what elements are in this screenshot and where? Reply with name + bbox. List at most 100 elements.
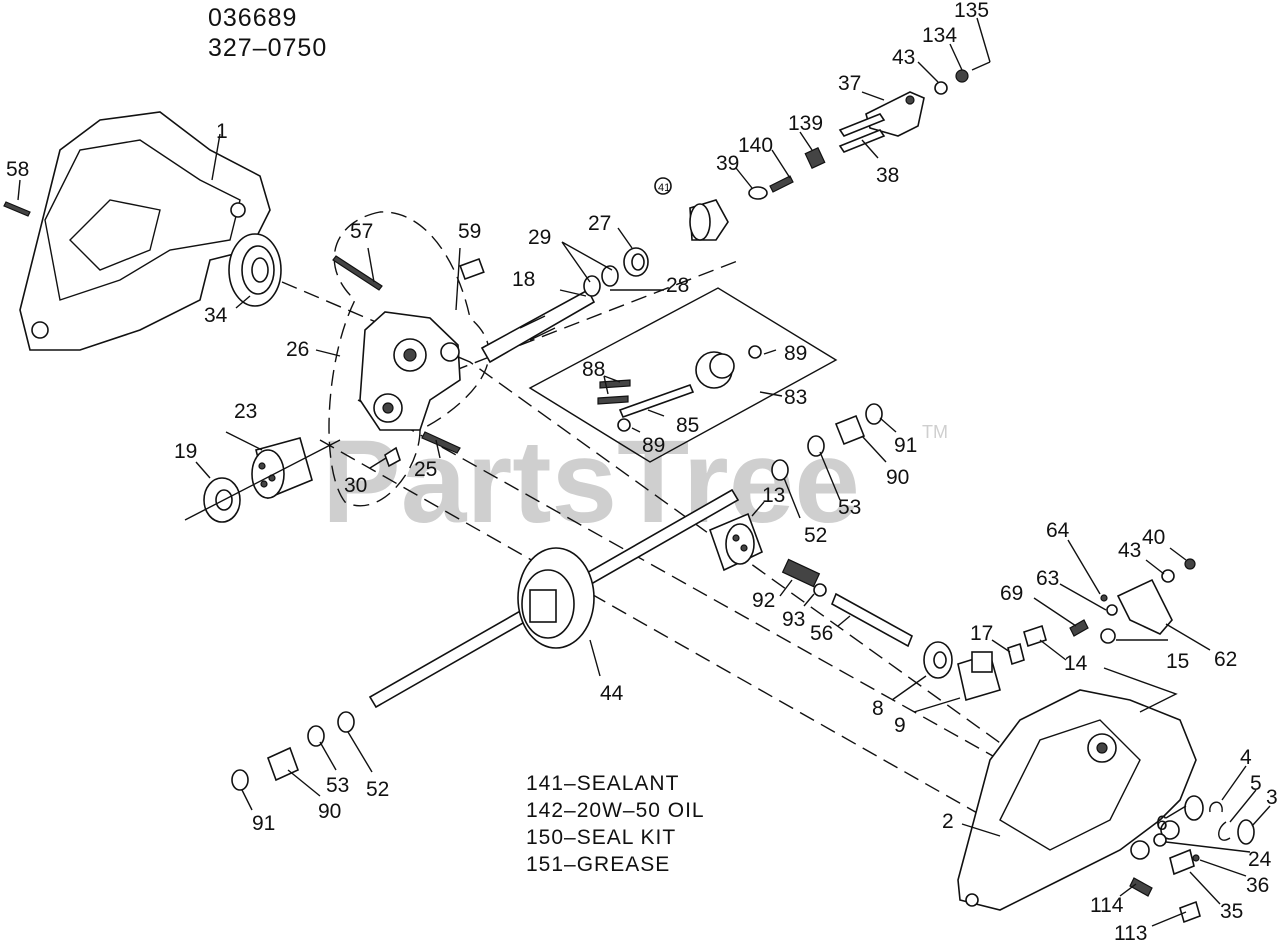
fitting-25 [421,431,461,454]
fitting-114 [1129,877,1153,897]
callout-label: 18 [512,268,535,291]
lever-37 [865,91,925,137]
callout-label: 44 [600,682,624,705]
callout-label: 91 [894,434,917,457]
shaft-19-extension [184,439,341,521]
callout-label: 29 [528,226,551,249]
watermark-text: PartsTree [322,416,860,548]
bolt-69 [1069,619,1089,637]
bushing-90a [834,414,866,446]
lever-62 [1116,578,1173,635]
shaft-56 [830,592,914,648]
callout-label: 57 [350,220,373,243]
callout-label: 43 [1118,539,1141,562]
callout-label: 89 [642,434,665,457]
washer-89a [748,345,762,359]
callout-label: 135 [954,0,989,22]
part-26-boundary [328,211,490,507]
callout-label: 37 [838,72,861,95]
callout-labels: 135 134 43 37 139 140 39 38 41 1 58 27 2… [6,0,1278,944]
cylinder-block-13 [708,512,764,572]
callout-label: 6 [1156,812,1168,835]
callout-label: 83 [784,386,807,409]
callout-label: 38 [876,164,899,187]
part-number: 327–0750 [208,34,327,62]
center-case-26 [359,311,461,431]
callout-label: 3 [1266,786,1278,809]
callout-label: 15 [1166,650,1189,673]
callout-label: 62 [1214,648,1237,671]
bracket-35 [1169,848,1195,876]
callout-label: 52 [804,524,827,547]
callout-label: 26 [286,338,309,361]
key-30 [384,446,401,468]
callout-label: 59 [458,220,481,243]
callout-label: 1 [216,120,228,143]
callout-label: 89 [784,342,807,365]
pins-38 [838,113,886,153]
pin-59 [459,257,485,281]
callout-label: 90 [318,800,341,823]
gear-assembly-83 [618,351,735,419]
shaft-18 [480,288,596,364]
callout-label: 2 [942,810,954,833]
washer-52b [337,711,355,733]
notes-list: 141–SEALANT 142–20W–50 OIL 150–SEAL KIT … [526,772,705,876]
seal-8 [923,641,953,679]
seal-3 [1237,819,1255,845]
callout-label: 4 [1240,746,1252,769]
note-seal-kit: 150–SEAL KIT [526,826,676,849]
bolt-88b [597,395,629,405]
callout-label: 40 [1142,526,1165,549]
nut-40 [1184,558,1196,570]
note-oil: 142–20W–50 OIL [526,799,705,822]
callout-label: 69 [1000,582,1023,605]
callout-label: 113 [1114,922,1147,944]
bearing-34 [228,233,282,307]
part-9 [957,651,1001,702]
washer-93 [813,583,827,597]
callout-label: 34 [204,304,228,327]
callout-label: 9 [894,714,906,737]
watermark-tm: TM [922,422,948,442]
callout-label: 25 [414,458,437,481]
callout-label: 90 [886,466,909,489]
callout-label: 13 [762,484,785,507]
bolt-88a [599,379,631,389]
callout-label: 28 [666,274,689,297]
spring-139 [804,146,826,170]
bearing-6 [1184,795,1204,821]
callout-label: 140 [738,134,773,157]
callout-label: 43 [892,46,915,69]
ring-29b [601,265,619,287]
callout-label: 91 [252,812,275,835]
fitting-113 [1179,900,1201,924]
bolt-58 [3,201,31,217]
note-grease: 151–GREASE [526,853,670,876]
washer-43a [934,81,948,95]
box-83 [528,287,838,463]
seal-27 [623,247,649,277]
part-64 [1100,594,1108,602]
clip-5 [1218,821,1231,841]
part-36 [1192,854,1200,862]
callout-label: 5 [1250,772,1262,795]
callout-label: 56 [810,622,833,645]
washer-43b [1161,569,1175,583]
cylinder-block-23 [251,437,313,500]
part-41-tag [654,177,672,195]
callout-label: 53 [326,774,349,797]
model-number: 036689 [208,4,297,32]
part-41 [689,199,729,241]
washer-52a [771,459,789,481]
callout-label: 30 [344,474,367,497]
callout-label: 92 [752,589,775,612]
callout-label: 52 [366,778,389,801]
callout-label: 53 [838,496,861,519]
spring-92 [781,558,821,588]
ring-4 [1209,801,1223,813]
washer-53b [307,725,325,747]
callout-label: 14 [1064,652,1088,675]
callout-label: 19 [174,440,197,463]
